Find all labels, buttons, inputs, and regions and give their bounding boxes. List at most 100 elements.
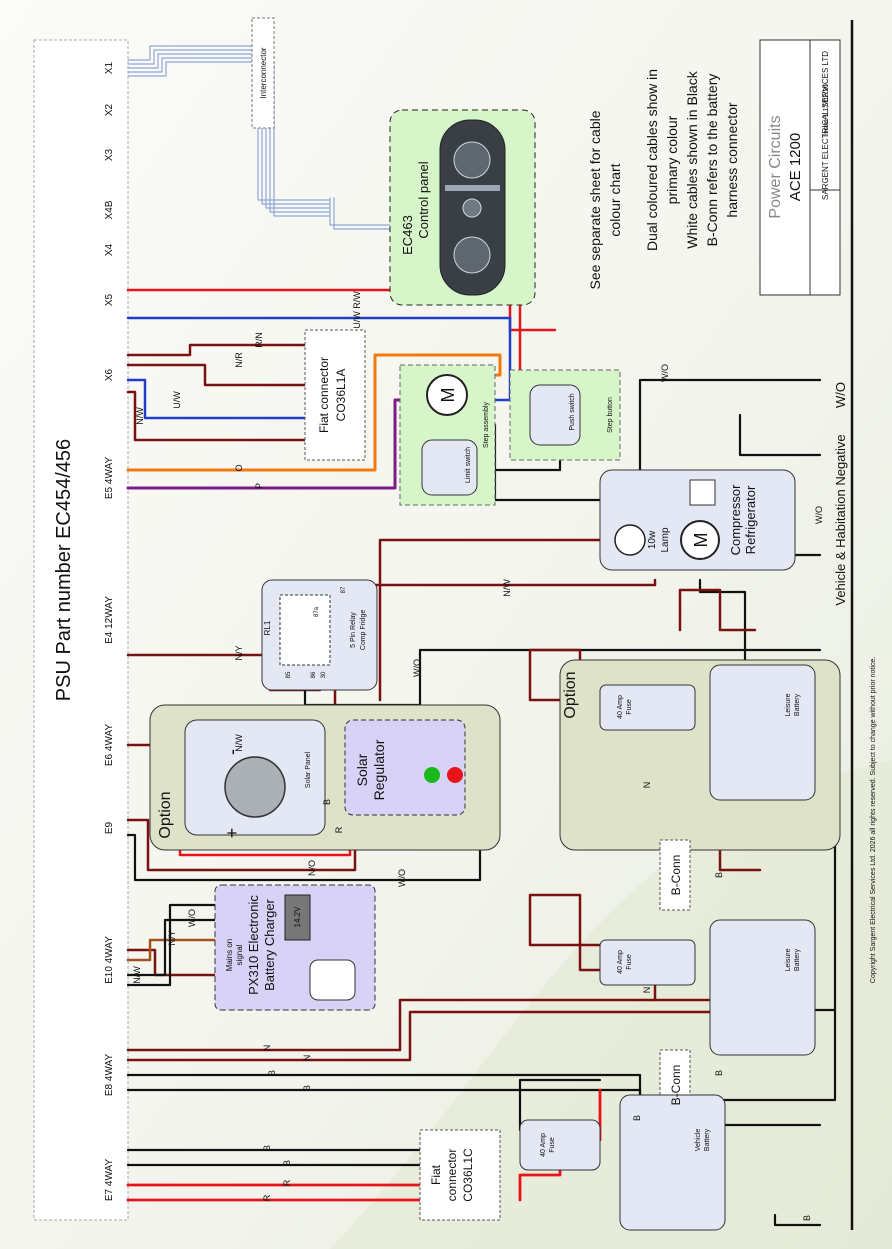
connector-e4: E4 12WAY xyxy=(104,596,115,644)
relay-p85: 85 xyxy=(286,671,292,678)
solar-option-label: Option xyxy=(157,791,174,838)
step-assembly xyxy=(399,364,621,506)
connector-x4: X4 xyxy=(104,243,115,256)
wire-label-b-solar: B xyxy=(322,799,332,805)
wire-label-b-e8-2: B xyxy=(302,1085,312,1091)
relay-p87: 87 xyxy=(341,586,347,593)
connector-x4b: X4B xyxy=(104,200,115,219)
fiat-c-line1: Fiat xyxy=(429,1164,443,1185)
interconnector-bundle xyxy=(127,45,396,230)
title-block-model: ACE 1200 xyxy=(787,133,804,201)
solar-plus: + xyxy=(222,828,242,839)
title-block-name: Power Circuits xyxy=(767,115,784,218)
wire-label-b-bat1: B xyxy=(714,1070,724,1076)
wire-label-wo-step: W/O xyxy=(660,364,670,382)
connector-x3: X3 xyxy=(104,148,115,161)
leisure-option xyxy=(559,659,841,851)
wire-label-p: P xyxy=(254,483,264,489)
negative-bus-label: Vehicle & Habitation Negative xyxy=(833,434,848,605)
fridge-motor-label: M xyxy=(691,533,711,548)
fridge-name-1: Compressor xyxy=(728,484,743,555)
bconn-label-2: B-Conn xyxy=(669,1065,683,1106)
background-swoosh xyxy=(330,760,892,1249)
charger-name-2: Battery Charger xyxy=(262,898,277,990)
wire-label-b-e7-2: B xyxy=(282,1160,292,1166)
wire-label-nw-x6: N/W xyxy=(135,407,145,425)
interconnector-label: Interconnector xyxy=(259,47,268,98)
bconn-box-1 xyxy=(659,839,691,911)
fiat-c-line2: connector xyxy=(445,1149,459,1202)
wire-label-o: O xyxy=(234,464,244,471)
title-block xyxy=(759,39,841,296)
wires xyxy=(126,45,837,1227)
connector-x1: X1 xyxy=(104,61,115,74)
step-button-label: Step button xyxy=(607,397,614,433)
copyright: Copyright Sargent Electrical Services Lt… xyxy=(870,657,877,984)
fuse-1-line2: Fuse xyxy=(626,954,633,970)
connector-x2: X2 xyxy=(104,103,115,116)
voltage-display xyxy=(284,894,311,941)
leisure-1-line2: Battery xyxy=(794,948,801,971)
wire-label-n-1: N xyxy=(262,1045,272,1052)
wire-label-r-e7-1: R xyxy=(262,1194,272,1201)
leisure-option-label: Option xyxy=(562,671,579,718)
leisure-2-line1: Leisure xyxy=(785,693,792,716)
vehicle-battery-line1: Vehicle xyxy=(695,1129,702,1152)
wire-label-nr: N/R xyxy=(234,352,244,368)
wire-label-rn: R/N xyxy=(254,332,264,348)
control-panel-part: EC463 xyxy=(400,215,415,255)
charger-voltage: 14.2V xyxy=(293,906,302,928)
connector-e6: E6 4WAY xyxy=(104,724,115,767)
solar-minus: - xyxy=(222,749,242,755)
fiat-connector-a xyxy=(304,329,366,461)
charger-box xyxy=(214,884,376,1011)
charger-mains-1: Mains on xyxy=(225,939,234,971)
fuse-1-line1: 40 Amp xyxy=(617,950,624,974)
note-2: colour chart xyxy=(607,163,623,236)
solar-panel-label: Solar Panel xyxy=(305,751,312,788)
vehicle-fuse-line2: Fuse xyxy=(549,1137,556,1153)
fuse-2-line2: Fuse xyxy=(626,699,633,715)
solar-regulator-1: Solar xyxy=(354,753,370,786)
wire-label-ny-e10: N/Y xyxy=(167,930,177,945)
control-panel-box xyxy=(389,109,536,306)
wire-label-n-bat2: N xyxy=(642,782,652,789)
step-motor-label: M xyxy=(438,388,458,403)
control-panel-label: Control panel xyxy=(416,161,431,238)
vehicle-battery xyxy=(519,1094,726,1231)
text-layer: PSU Part number EC454/456 X1 X2 X3 X4B X… xyxy=(53,47,877,1221)
psu-strip xyxy=(33,39,129,1221)
wire-label-uw: U/W xyxy=(172,391,182,409)
wire-label-b-e7-1: B xyxy=(262,1145,272,1151)
step-assembly-label: Step assembly xyxy=(483,402,490,448)
connector-e9: E9 xyxy=(104,821,115,834)
relay-id: RL1 xyxy=(263,620,272,635)
fiat-a-line1: Fiat connector xyxy=(317,357,331,433)
connector-e8: E8 4WAY xyxy=(104,1054,115,1097)
limit-switch-label: Limit switch xyxy=(465,447,472,483)
push-switch-label: Push switch xyxy=(569,393,576,430)
relay-p87a: 87a xyxy=(314,606,320,617)
relay-rl1 xyxy=(261,579,378,691)
leisure-2-line2: Battery xyxy=(794,693,801,716)
vehicle-battery-line2: Battery xyxy=(704,1128,711,1151)
wire-label-b-bat2: B xyxy=(714,872,724,878)
fridge-lamp-power: 10w xyxy=(647,530,658,549)
vehicle-fuse-line1: 40 Amp xyxy=(540,1133,547,1157)
connector-e5: E5 4WAY xyxy=(104,457,115,500)
bconn-label-1: B-Conn xyxy=(669,855,683,896)
wire-label-wo-relay: W/O xyxy=(412,659,422,677)
wire-label-b-e8-1: B xyxy=(267,1070,277,1076)
note-1: See separate sheet for cable xyxy=(587,110,603,289)
relay-p30: 30 xyxy=(321,671,327,678)
relay-line1: 5 Pin Relay xyxy=(350,612,357,648)
fridge-lamp-label: Lamp xyxy=(660,527,671,552)
note-5: White cables shown in Black xyxy=(684,70,700,248)
wire-label-n-bat1: N xyxy=(642,987,652,994)
wire-label-ny: N/Y xyxy=(234,645,244,660)
title-block-company: SARGENT ELECTRICAL SERVICES LTD xyxy=(821,51,830,200)
wire-label-b-vehicle: B xyxy=(802,1215,812,1221)
solar-option xyxy=(149,704,501,851)
solar-regulator-2: Regulator xyxy=(371,739,387,800)
